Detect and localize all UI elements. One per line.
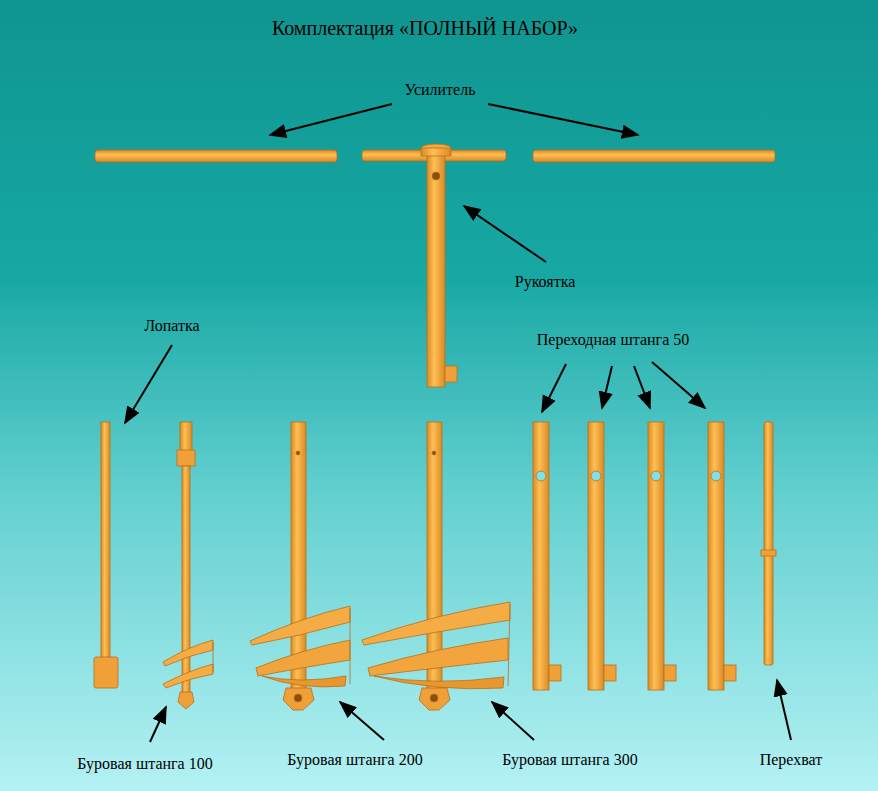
intercept-ring (761, 550, 776, 556)
bar-right (533, 150, 775, 162)
rod300-flight (362, 602, 510, 645)
intercept-rod (764, 422, 773, 665)
transition-rods (533, 422, 736, 690)
handle-hole (432, 172, 440, 180)
handle-tube (427, 150, 445, 387)
spatula-rod (101, 422, 110, 662)
rod200-tip (283, 688, 314, 710)
rod300-flight (374, 676, 504, 689)
part-label: Буровая штанга 300 (502, 750, 637, 769)
rod200-flight (262, 676, 346, 687)
part-label: Буровая штанга 200 (287, 750, 422, 769)
rod100-flight (163, 664, 213, 688)
rod100-flight (163, 640, 213, 666)
rod100-top (180, 422, 192, 452)
leader-arrows (125, 104, 791, 742)
part-label: Лопатка (144, 316, 199, 335)
rod100-shaft (182, 466, 190, 694)
part-label: Усилитель (405, 80, 476, 99)
rod200-flight (256, 640, 350, 676)
part-label: Переходная штанга 50 (537, 330, 689, 349)
rod100-coupling (177, 450, 195, 466)
bar-left (95, 150, 337, 162)
spatula-blade (94, 657, 118, 688)
rod300-tip (419, 688, 450, 710)
rod100-tip (178, 692, 194, 709)
handle-collar-ring (421, 148, 451, 156)
part-label: Рукоятка (515, 272, 576, 291)
rod300-flight (368, 638, 508, 676)
part-label: Перехват (760, 750, 823, 769)
handle-clamp (445, 366, 457, 382)
rod200-flight (250, 606, 350, 645)
diagram-title: Комплектация «ПОЛНЫЙ НАБОР» (272, 16, 578, 40)
part-label: Буровая штанга 100 (77, 754, 212, 773)
